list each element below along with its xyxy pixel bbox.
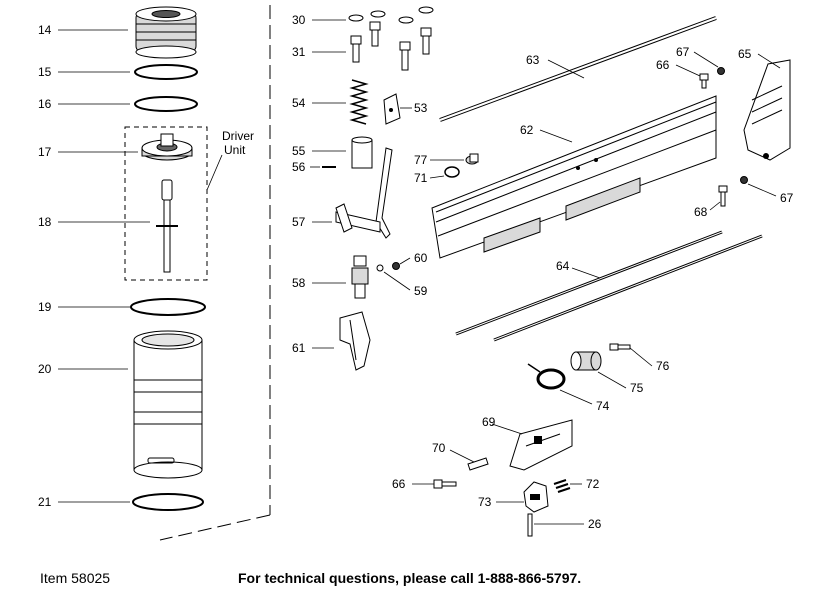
part-66-screw-bottom	[433, 479, 457, 489]
callout-59: 59	[414, 284, 428, 298]
part-17-piston	[141, 133, 193, 161]
part-64-rods	[455, 230, 763, 342]
group-label-line2: Unit	[224, 143, 246, 157]
item-number: Item 58025	[40, 570, 111, 586]
callout-70: 70	[432, 441, 446, 455]
part-76-screw	[609, 343, 631, 351]
callout-74: 74	[596, 399, 610, 413]
part-19-o-ring	[130, 298, 206, 316]
callout-58: 58	[292, 276, 306, 290]
part-30-washers	[348, 6, 434, 24]
callout-61: 61	[292, 341, 306, 355]
part-26-pin	[527, 513, 533, 537]
callout-60: 60	[414, 251, 428, 265]
callout-55: 55	[292, 144, 306, 158]
callout-66-bottom: 66	[392, 477, 406, 491]
callout-56: 56	[292, 160, 306, 174]
callout-71: 71	[414, 171, 428, 185]
part-58-valve-stem	[351, 255, 369, 299]
part-61-trigger	[339, 311, 371, 371]
callout-57: 57	[292, 215, 306, 229]
callout-53: 53	[414, 101, 428, 115]
part-59-ball	[376, 264, 384, 272]
part-60-nut	[392, 262, 400, 270]
callout-67-top: 67	[676, 45, 690, 59]
callout-75: 75	[630, 381, 644, 395]
part-54-spring	[349, 79, 369, 125]
callout-15: 15	[38, 65, 52, 79]
part-62-magazine	[431, 95, 717, 259]
part-65-nose-bracket	[743, 59, 791, 161]
callout-30: 30	[292, 13, 306, 27]
part-66-screw-top	[699, 73, 709, 89]
part-67-nut-top	[717, 67, 725, 75]
callout-65: 65	[738, 47, 752, 61]
callout-64: 64	[556, 259, 570, 273]
part-53-latch	[383, 93, 401, 125]
callout-72: 72	[586, 477, 600, 491]
part-21-o-ring	[132, 493, 204, 511]
part-73-latch-block	[523, 481, 549, 513]
callout-62: 62	[520, 123, 534, 137]
part-31-screws	[350, 21, 432, 71]
part-20-cylinder	[133, 330, 203, 479]
part-75-bushing	[570, 351, 602, 371]
callout-73: 73	[478, 495, 492, 509]
callout-26: 26	[588, 517, 602, 531]
part-74-spring	[527, 363, 566, 390]
section-divider	[159, 5, 271, 541]
callout-14: 14	[38, 23, 52, 37]
part-72-spring	[553, 479, 571, 493]
callout-31: 31	[292, 45, 306, 59]
callout-76: 76	[656, 359, 670, 373]
callout-67-bottom: 67	[780, 191, 794, 205]
part-71-washer	[444, 166, 460, 178]
part-67-nut-bottom	[740, 176, 748, 184]
callout-21: 21	[38, 495, 52, 509]
callout-77: 77	[414, 153, 428, 167]
callout-19: 19	[38, 300, 52, 314]
part-14-cylinder-cap	[135, 6, 197, 59]
callout-63: 63	[526, 53, 540, 67]
driver-unit-box	[124, 126, 208, 281]
callout-54: 54	[292, 96, 306, 110]
callout-18: 18	[38, 215, 52, 229]
part-63-rod	[439, 16, 717, 122]
callout-16: 16	[38, 97, 52, 111]
part-15-o-ring	[134, 64, 198, 80]
part-68-screw	[718, 185, 728, 207]
part-70-lever	[467, 457, 489, 471]
callout-66-top: 66	[656, 58, 670, 72]
callout-20: 20	[38, 362, 52, 376]
callout-17: 17	[38, 145, 52, 159]
part-18-driver-blade	[156, 179, 178, 273]
part-55-valve	[351, 136, 373, 169]
callout-69: 69	[482, 415, 496, 429]
part-57-trigger-arm	[335, 147, 393, 239]
technical-support-note: For technical questions, please call 1-8…	[238, 570, 582, 586]
part-16-o-ring	[134, 96, 198, 112]
part-69-door	[509, 419, 573, 471]
part-77-screw	[465, 153, 479, 165]
group-label-line1: Driver	[222, 129, 254, 143]
callout-68: 68	[694, 205, 708, 219]
